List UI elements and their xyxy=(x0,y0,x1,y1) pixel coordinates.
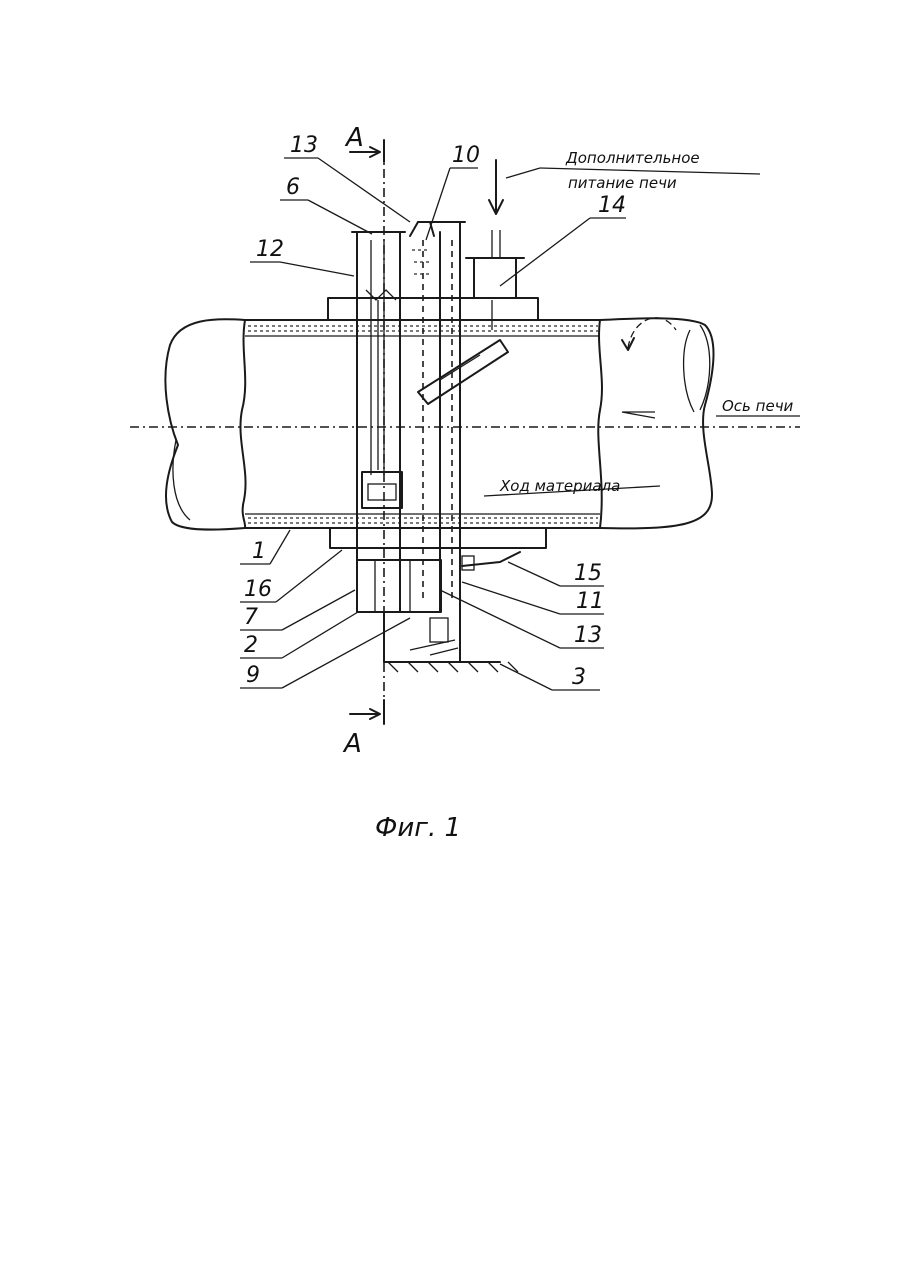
note-material-flow: Ход материала xyxy=(499,477,620,495)
label-12: 12 xyxy=(256,237,284,262)
part-labels: 13 6 12 10 14 1 16 7 2 9 15 11 13 3 xyxy=(244,133,626,690)
label-1: 1 xyxy=(252,539,266,564)
label-9: 9 xyxy=(246,663,260,688)
feeder-assembly xyxy=(352,150,524,720)
section-label-bottom: A xyxy=(342,729,362,759)
section-label-top: A xyxy=(344,123,364,153)
label-13-top: 13 xyxy=(290,133,318,158)
label-6: 6 xyxy=(286,175,300,200)
label-16: 16 xyxy=(244,577,272,602)
label-11: 11 xyxy=(576,589,604,614)
note-supply-line2: питание печи xyxy=(568,174,677,192)
figure-caption: Фиг. 1 xyxy=(375,813,461,843)
axis-arrow-icon xyxy=(622,412,655,418)
note-kiln-axis: Ось печи xyxy=(722,397,794,415)
annotations: Дополнительное питание печи Ось печи Ход… xyxy=(499,149,794,495)
label-3: 3 xyxy=(572,665,586,690)
label-14: 14 xyxy=(598,193,626,218)
note-supply-line1: Дополнительное xyxy=(565,149,700,167)
label-10: 10 xyxy=(452,143,480,168)
label-2: 2 xyxy=(244,633,258,658)
leader-lines xyxy=(240,158,800,690)
label-15: 15 xyxy=(574,561,602,586)
label-7: 7 xyxy=(244,605,258,630)
label-13-bottom: 13 xyxy=(574,623,602,648)
